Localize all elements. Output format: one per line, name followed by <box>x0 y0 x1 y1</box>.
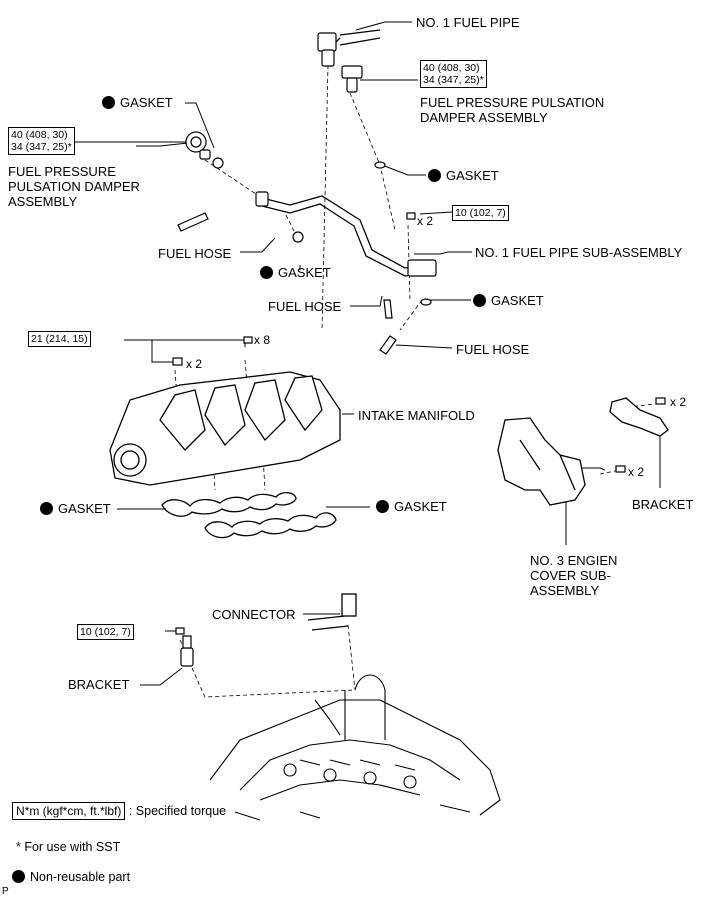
legend-sst-note: * For use with SST <box>16 840 121 854</box>
label-no3-engine-cover: NO. 3 ENGIEN COVER SUB-ASSEMBLY <box>530 553 618 598</box>
label-fuel-hose-mid: FUEL HOSE <box>268 299 342 314</box>
nonreusable-icon <box>102 96 115 109</box>
nonreusable-icon <box>376 500 389 513</box>
label-bracket-right: BRACKET <box>632 497 694 512</box>
label-damper-right: FUEL PRESSURE PULSATION DAMPER ASSEMBLY <box>420 95 605 125</box>
label-gasket-mid: GASKET <box>260 265 331 280</box>
label-gasket-top-left: GASKET <box>102 95 173 110</box>
manifold-bolt-multiplier: x 8 <box>254 333 271 347</box>
torque-value-sst: 34 (347, 25)* <box>423 74 484 86</box>
label-connector: CONNECTOR <box>212 607 296 622</box>
bolt-multiplier: x 2 <box>417 214 434 228</box>
legend-nonreusable: Non-reusable part <box>12 870 130 884</box>
nonreusable-icon <box>260 266 273 279</box>
label-damper-left: FUEL PRESSURE PULSATION DAMPER ASSEMBLY <box>8 164 140 209</box>
label-intake-manifold: INTAKE MANIFOLD <box>358 408 475 423</box>
label-gasket-mid-right: GASKET <box>428 168 499 183</box>
label-bracket-lower: BRACKET <box>68 677 130 692</box>
legend-torque-key: N*m (kgf*cm, ft.*lbf) : Specified torque <box>12 802 227 820</box>
torque-box-damper-left: 40 (408, 30) 34 (347, 25)* <box>8 127 75 155</box>
label-no1-fuel-pipe-sub: NO. 1 FUEL PIPE SUB-ASSEMBLY <box>475 245 683 260</box>
torque-value: 21 (214, 15) <box>31 333 88 345</box>
torque-value: 40 (408, 30) <box>423 62 480 74</box>
nonreusable-icon <box>12 870 25 883</box>
torque-value: 10 (102, 7) <box>455 207 506 219</box>
label-gasket-right: GASKET <box>473 293 544 308</box>
label-gasket-lower-left: GASKET <box>40 501 111 516</box>
torque-box-manifold: 21 (214, 15) <box>28 331 91 347</box>
label-fuel-hose-left: FUEL HOSE <box>158 246 232 261</box>
nonreusable-icon <box>473 294 486 307</box>
corner-code: P <box>2 886 9 897</box>
torque-box-bracket: 10 (102, 7) <box>77 624 134 640</box>
stud-multiplier: x 2 <box>186 357 203 371</box>
torque-value-sst: 34 (347, 25)* <box>11 141 72 153</box>
torque-value: 40 (408, 30) <box>11 129 68 141</box>
cover-bolt-multiplier: x 2 <box>628 465 645 479</box>
nonreusable-icon <box>428 169 441 182</box>
torque-value: 10 (102, 7) <box>80 626 131 638</box>
bracket-bolt-multiplier: x 2 <box>670 395 687 409</box>
torque-box-pipe-bolt: 10 (102, 7) <box>452 205 509 221</box>
torque-box-damper-right: 40 (408, 30) 34 (347, 25)* <box>420 60 487 88</box>
label-no1-fuel-pipe: NO. 1 FUEL PIPE <box>416 15 520 30</box>
label-gasket-lower-right: GASKET <box>376 499 447 514</box>
nonreusable-icon <box>40 502 53 515</box>
label-fuel-hose-right: FUEL HOSE <box>456 342 530 357</box>
legend-unit-key: N*m (kgf*cm, ft.*lbf) <box>12 802 126 820</box>
legend-unit-desc: : Specified torque <box>128 804 227 818</box>
